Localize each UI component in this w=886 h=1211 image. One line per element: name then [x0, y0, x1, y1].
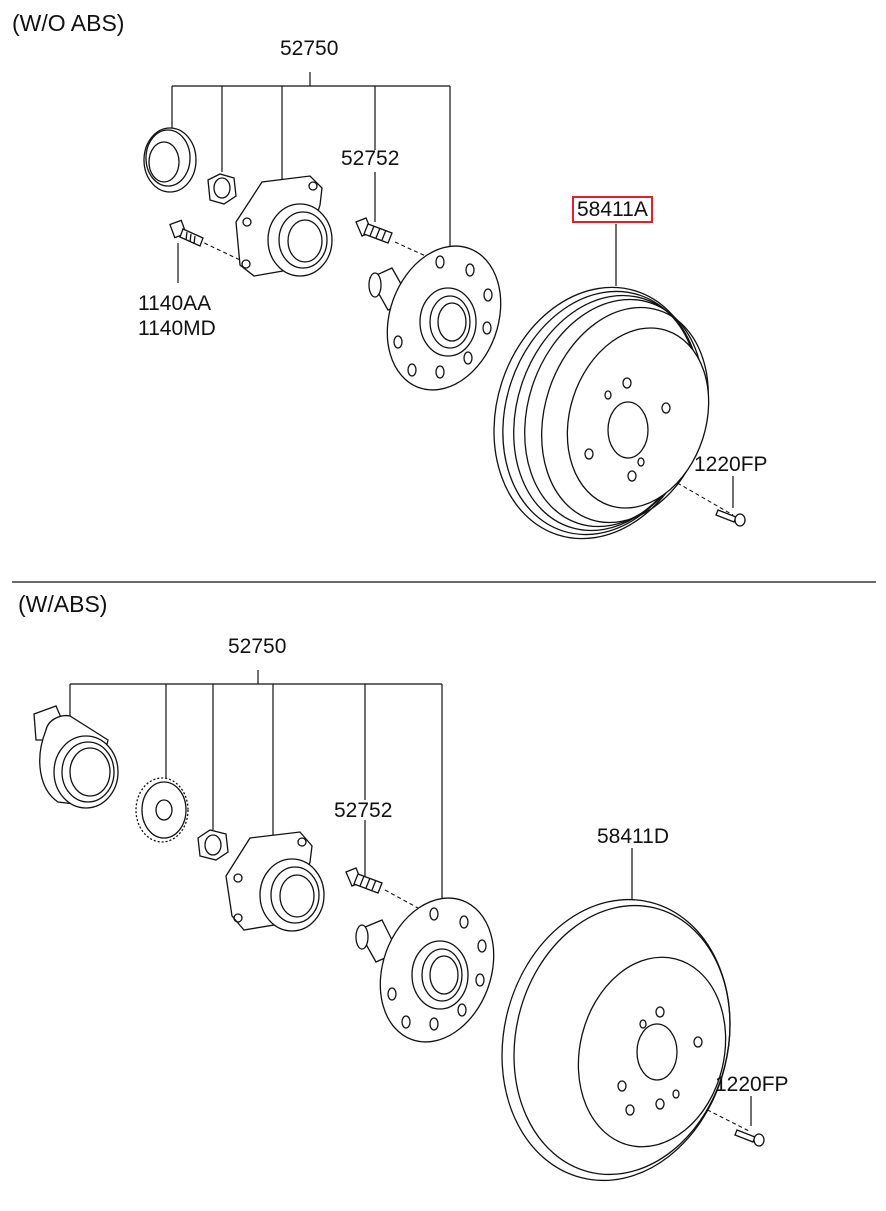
mounting-bolt-top [169, 219, 204, 247]
seal-ring-top [143, 127, 197, 193]
disc-screw-bottom [734, 1129, 765, 1147]
hub-stud-bolt-top [355, 217, 393, 244]
brake-drum [493, 286, 710, 540]
label-bolt-1140md: 1140MD [138, 317, 216, 340]
hub-flange-top [368, 245, 502, 391]
hub-stud-bolt-bottom [345, 867, 383, 894]
label-bolt-1140aa: 1140AA [138, 292, 212, 315]
lock-nut-bottom [197, 829, 229, 861]
hub-flange-bottom [355, 897, 495, 1043]
label-drum-highlighted[interactable]: 58411A [572, 196, 653, 223]
brake-disc [501, 898, 731, 1182]
section-title-with-abs: (W/ABS) [18, 591, 108, 617]
abs-sensor-housing [33, 705, 119, 809]
drum-screw-top [715, 509, 746, 527]
label-screw-top: 1220FP [694, 453, 768, 476]
label-hub-bolt-top: 52752 [341, 147, 400, 170]
hub-bearing-housing-top [235, 175, 333, 277]
label-hub-assy-bottom: 52750 [228, 635, 287, 658]
section-title-without-abs: (W/O ABS) [12, 10, 125, 36]
label-disc: 58411D [597, 825, 670, 848]
label-hub-assy-top: 52750 [280, 37, 339, 60]
abs-tone-ring [135, 777, 189, 843]
hub-bearing-housing-bottom [225, 831, 325, 932]
label-screw-bottom: 1220FP [715, 1073, 789, 1096]
label-hub-bolt-bottom: 52752 [334, 799, 393, 822]
lock-nut-top [207, 173, 237, 205]
bottom-leader-lines [69, 670, 752, 1133]
